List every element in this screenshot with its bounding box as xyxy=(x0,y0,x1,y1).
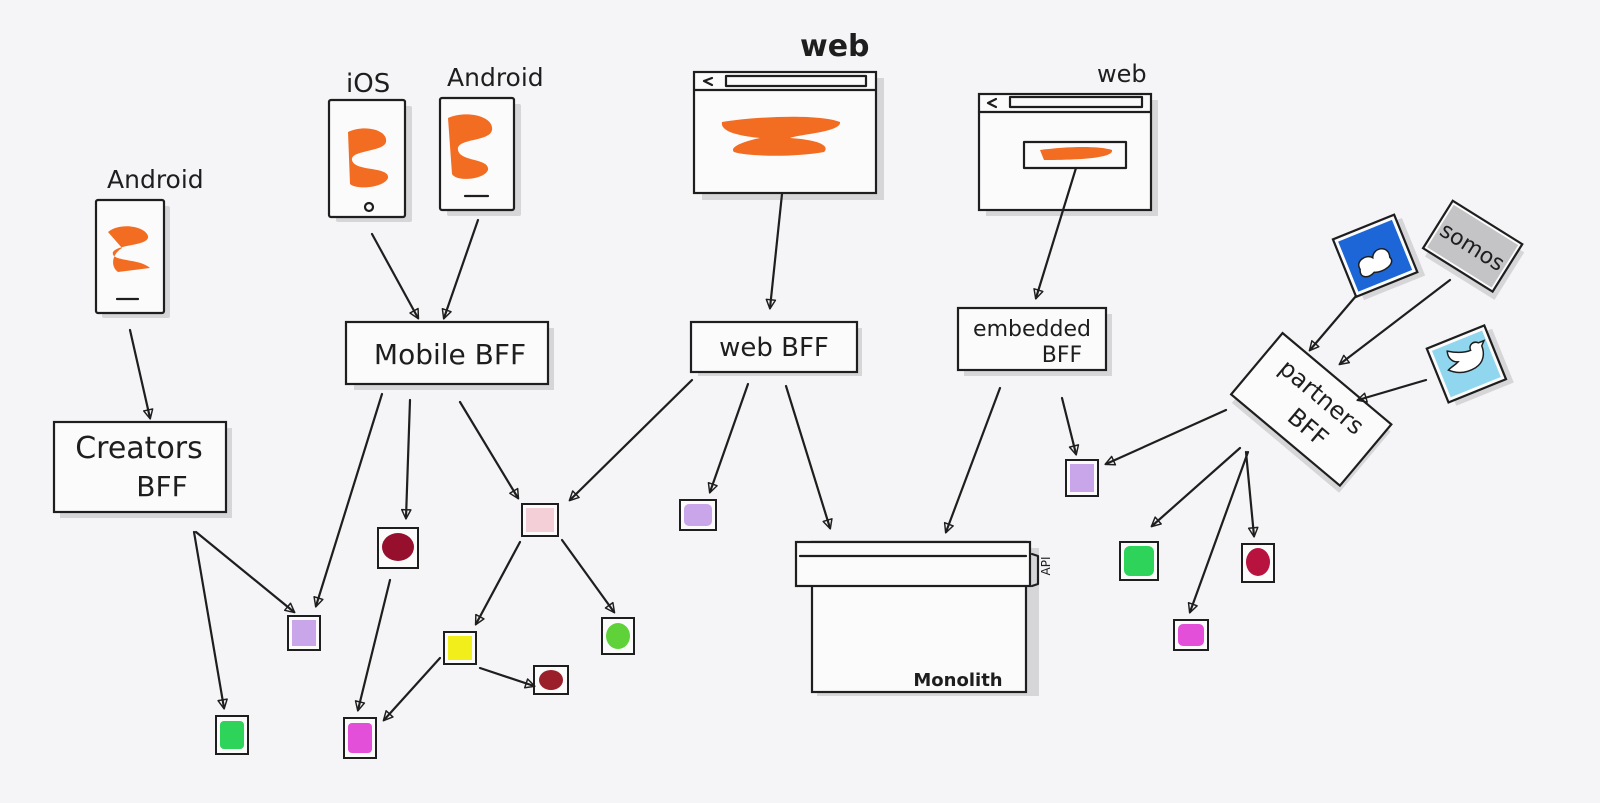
arrow-yellow-to-magenta xyxy=(382,656,442,722)
connections xyxy=(128,166,1452,722)
twitter-bird-icon xyxy=(1425,323,1514,406)
arrow-partners-to-magenta xyxy=(1187,450,1250,614)
ios-client: iOS xyxy=(327,69,412,222)
somos-badge: somos xyxy=(1421,199,1525,300)
arrow-web-to-webbff xyxy=(765,192,784,310)
screen-fill xyxy=(108,226,150,272)
partners-bff: partners BFF xyxy=(1229,331,1393,493)
service-squares xyxy=(215,459,1275,759)
service-green-2 xyxy=(1119,541,1159,581)
android-mid-client: Android xyxy=(438,63,544,216)
web-label: web xyxy=(800,29,870,64)
web-embedded-client: web xyxy=(977,60,1158,216)
grey-fill xyxy=(1427,204,1519,288)
screen-fill xyxy=(448,114,493,179)
service-lime xyxy=(601,617,635,655)
service-maroon-1 xyxy=(377,527,419,569)
embedded-widget-fill xyxy=(1040,147,1113,160)
service-lavender-2 xyxy=(679,499,717,531)
arrow-android-to-creators xyxy=(128,328,154,420)
service-crimson xyxy=(1241,543,1275,583)
arrow-partners-to-lavender xyxy=(1104,408,1228,466)
service-magenta-2 xyxy=(1173,619,1209,651)
arrow-partners-to-green xyxy=(1150,446,1242,528)
creators-bff-line2: BFF xyxy=(136,470,187,503)
arrow-yellow-to-darkred xyxy=(478,666,536,689)
arrow-somos-to-partners xyxy=(1338,278,1452,366)
monolith-label: Monolith xyxy=(913,670,1002,691)
phone-icon xyxy=(327,98,412,222)
arrow-cloud-to-partners xyxy=(1308,294,1358,352)
arrow-ios-to-mobile xyxy=(370,232,420,320)
phone-icon xyxy=(94,198,170,318)
android-mid-label: Android xyxy=(447,63,544,92)
screen-fill xyxy=(348,128,389,188)
embedded-bff-line2: BFF xyxy=(1042,343,1082,368)
web-bff: web BFF xyxy=(689,320,862,376)
arrow-pink-to-yellow xyxy=(474,540,522,626)
service-magenta-1 xyxy=(343,717,377,759)
ios-label: iOS xyxy=(346,69,390,99)
arrow-twitter-to-partners xyxy=(1356,378,1428,403)
creators-bff: Creators BFF xyxy=(52,420,232,518)
arrow-embedded-to-lavender xyxy=(1060,396,1080,456)
arrow-embedded-to-monolith xyxy=(943,386,1002,534)
arrow-partners-to-crimson xyxy=(1244,450,1259,538)
android-left-label: Android xyxy=(107,165,204,194)
cloud-hand-icon xyxy=(1331,213,1426,301)
page-content-fill xyxy=(721,116,841,156)
arrow-webbff-to-monolith xyxy=(784,384,833,530)
web-bff-label: web BFF xyxy=(719,333,829,363)
arrow-mobile-to-maroon xyxy=(400,398,412,520)
arrow-webbff-to-pink xyxy=(568,378,694,502)
arrow-webbff-to-lavender xyxy=(707,382,750,494)
browser-window-icon xyxy=(977,92,1158,216)
service-lavender-1 xyxy=(287,615,321,651)
arrow-pink-to-lime xyxy=(560,538,616,614)
phone-icon xyxy=(438,96,521,216)
arrow-mobile-to-lavender xyxy=(313,392,384,608)
web-embedded-label: web xyxy=(1097,60,1147,88)
service-pink xyxy=(521,503,559,537)
web-client: web xyxy=(692,29,884,200)
arrow-creators-to-green xyxy=(192,530,228,710)
browser-window-icon xyxy=(692,70,884,200)
android-left-client: Android xyxy=(94,165,204,318)
service-yellow xyxy=(443,631,477,665)
embedded-bff: embedded BFF xyxy=(956,306,1112,376)
api-label: API xyxy=(1039,557,1053,576)
arrow-android-to-mobile xyxy=(441,218,480,320)
service-darkred xyxy=(533,665,569,695)
arrow-embedded-to-embeddedbff xyxy=(1033,166,1078,300)
creators-bff-line1: Creators xyxy=(75,431,203,466)
arrow-creators-to-lavender xyxy=(194,530,296,614)
arrow-mobile-to-pink xyxy=(458,400,520,500)
service-green-1 xyxy=(215,715,249,755)
embedded-bff-line1: embedded xyxy=(973,317,1091,342)
monolith: API Monolith xyxy=(794,540,1053,696)
arrow-maroon-to-magenta xyxy=(354,578,392,712)
mobile-bff-label: Mobile BFF xyxy=(374,338,526,371)
mobile-bff: Mobile BFF xyxy=(344,320,554,390)
service-lavender-3 xyxy=(1065,459,1099,497)
